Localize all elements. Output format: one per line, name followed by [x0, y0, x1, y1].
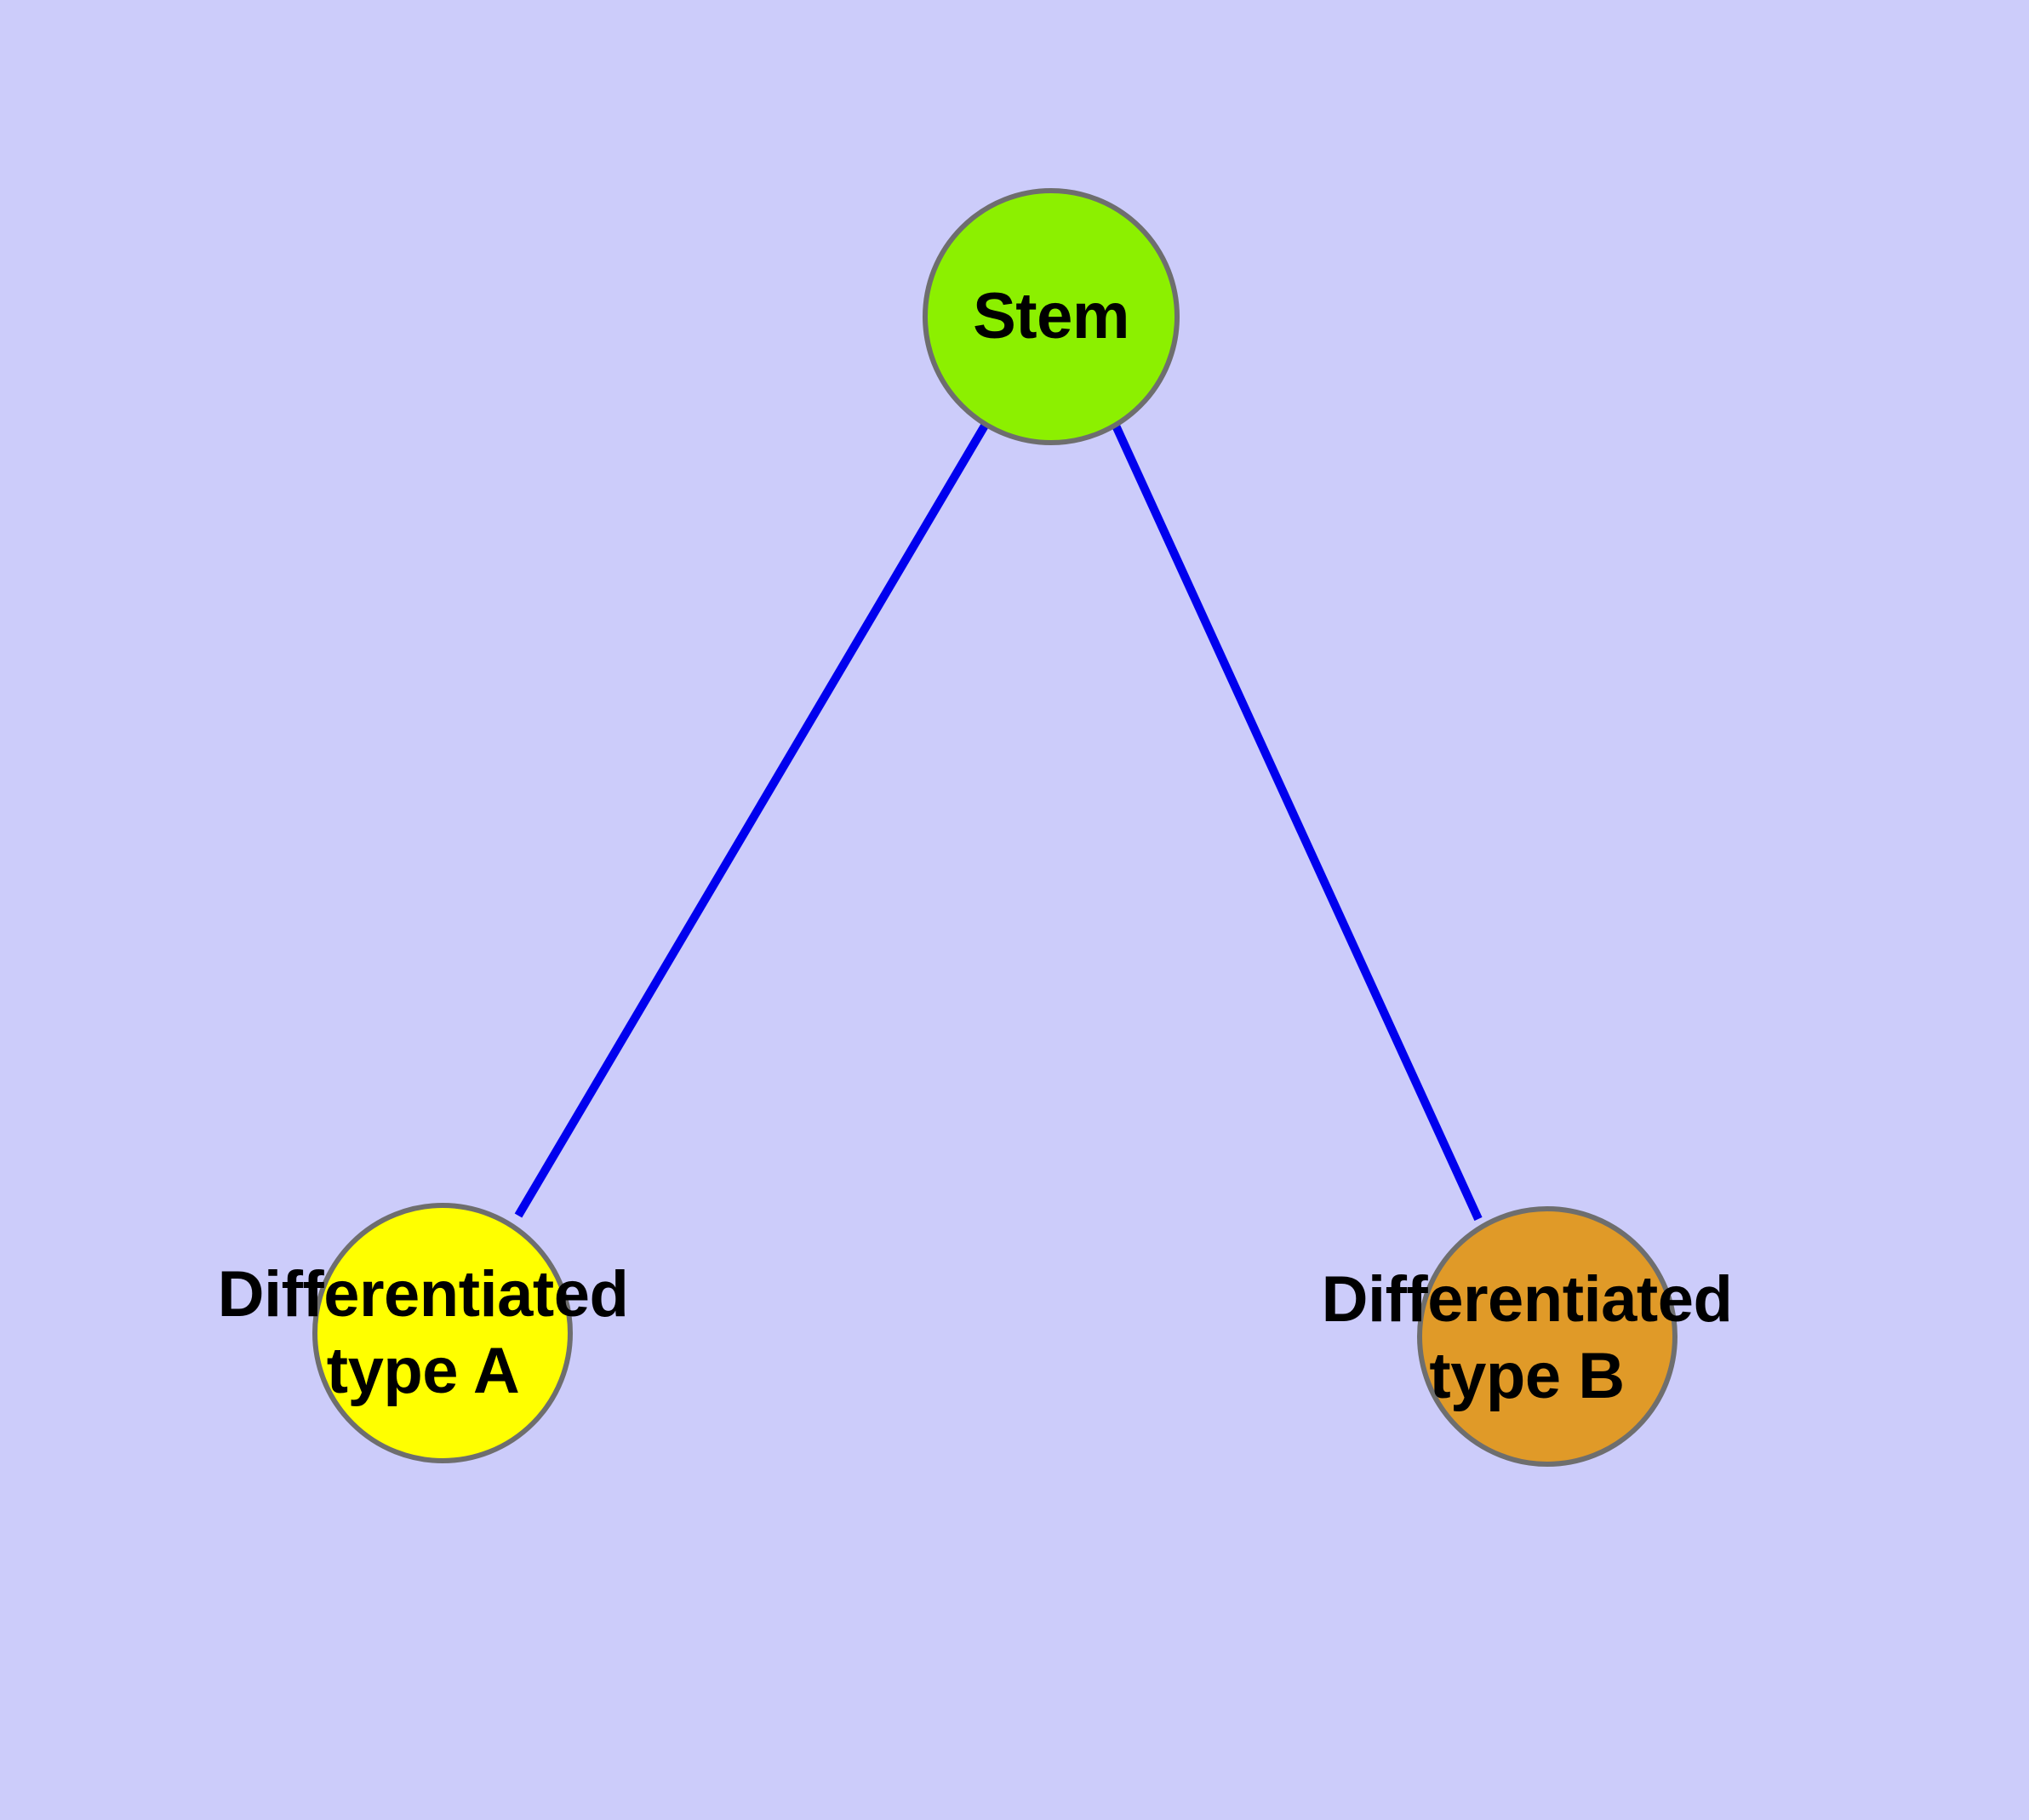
edge-stem-to-differentiated-type-b[interactable] [1112, 423, 1483, 1222]
edge-stem-to-differentiated-type-a[interactable] [514, 423, 989, 1218]
nodes-layer [312, 188, 1677, 1467]
node-stem[interactable] [923, 188, 1180, 445]
node-differentiated-type-a[interactable] [312, 1203, 573, 1463]
edges-layer [514, 423, 1483, 1222]
node-differentiated-type-b[interactable] [1417, 1206, 1677, 1467]
